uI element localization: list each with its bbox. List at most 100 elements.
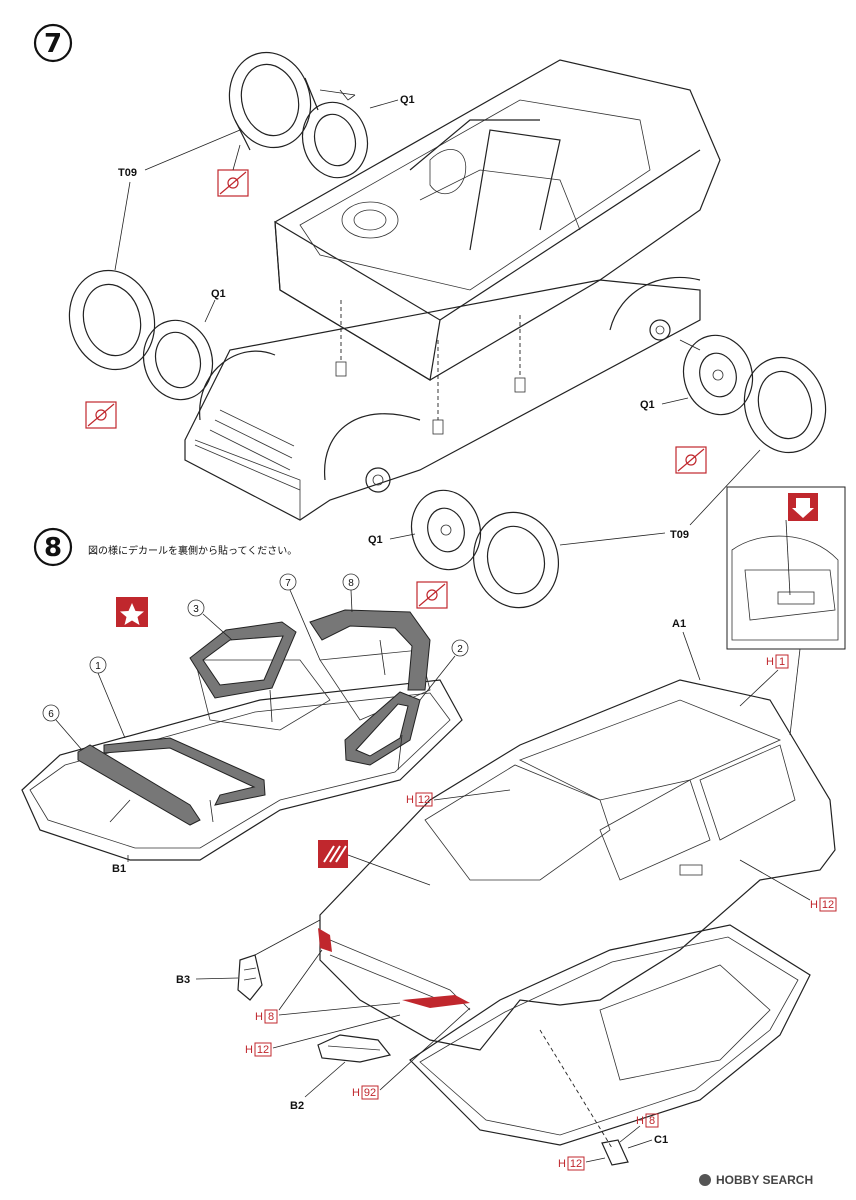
headlight-lens-left	[318, 928, 332, 952]
svg-text:H: H	[810, 899, 818, 911]
color-ref-h12-rear: H 12	[558, 1156, 606, 1171]
chassis-floor	[184, 276, 701, 521]
decal-number-6: 6	[42, 704, 83, 751]
star-decal-icon	[116, 597, 148, 627]
label-t09-right: T09	[670, 529, 689, 541]
tire-front-left	[68, 269, 156, 371]
color-ref-h8-rear: H 8	[619, 1113, 659, 1143]
decal-number-3: 3	[187, 599, 233, 641]
leader-q1-front-right	[389, 533, 416, 540]
label-t09-left: T09	[118, 167, 137, 179]
label-q1-front-right: Q1	[368, 534, 383, 546]
color-ref-h12-top: H 12	[406, 789, 511, 807]
step-7: 7	[33, 23, 827, 609]
no-glue-icon	[85, 401, 117, 429]
hobbysearch-watermark: HOBBY SEARCH	[699, 1173, 813, 1187]
color-ref-h8-front: H 8	[255, 949, 401, 1024]
label-q1-rear-right: Q1	[640, 399, 655, 411]
hatch-window-part	[409, 924, 811, 1146]
svg-text:12: 12	[570, 1158, 582, 1170]
color-ref-h92: H 92	[352, 1007, 471, 1100]
part-b2	[317, 1034, 392, 1063]
decal-number-7: 7	[279, 573, 321, 661]
hatch-guide-line	[539, 1029, 613, 1149]
step-8-number: 8	[44, 533, 62, 563]
leader-a1	[682, 631, 701, 681]
leader-t09-left	[114, 129, 241, 271]
leader-b2	[304, 1061, 346, 1098]
leader-q1-front-left	[204, 299, 216, 323]
svg-text:92: 92	[364, 1087, 376, 1099]
label-q1-rear-left: Q1	[400, 94, 415, 106]
decal-6	[77, 744, 201, 826]
decal-3	[189, 621, 297, 699]
svg-text:6: 6	[48, 709, 54, 720]
svg-text:H: H	[406, 794, 414, 806]
label-b2: B2	[290, 1100, 304, 1112]
wheel-rear-left	[301, 89, 369, 179]
arrow-q1-rear-right	[679, 339, 701, 351]
label-b3: B3	[176, 974, 190, 986]
decal-7-8	[309, 609, 431, 691]
svg-text:12: 12	[418, 794, 430, 806]
svg-text:H: H	[245, 1044, 253, 1056]
svg-text:12: 12	[257, 1044, 269, 1056]
leader-q1-rear-right	[661, 397, 689, 405]
placement-arrows	[109, 639, 403, 823]
decal-2	[344, 691, 421, 766]
label-q1-front-left: Q1	[211, 288, 226, 300]
part-c1	[601, 1139, 629, 1166]
car-body-a1	[319, 679, 836, 1051]
wheel-front-right	[410, 489, 482, 571]
step-7-badge	[33, 23, 73, 63]
svg-text:12: 12	[822, 899, 834, 911]
label-c1: C1	[654, 1134, 668, 1146]
leader-no-glue-1	[232, 144, 241, 171]
leader-c1	[627, 1139, 653, 1149]
svg-text:8: 8	[348, 578, 354, 589]
rear-detail-inset	[726, 486, 846, 650]
svg-text:7: 7	[285, 578, 291, 589]
svg-text:H: H	[636, 1115, 644, 1127]
color-ref-h12-front: H 12	[245, 1014, 401, 1057]
decal-sheet-icon	[318, 840, 431, 886]
color-ref-h12-side: H 12	[739, 859, 837, 912]
tire-front-right	[472, 511, 560, 609]
svg-text:3: 3	[193, 604, 199, 615]
svg-text:H: H	[255, 1011, 263, 1023]
decal-number-1: 1	[89, 656, 126, 739]
svg-text:8: 8	[649, 1115, 655, 1127]
step-8-instruction: 図の様にデカールを裏側から貼ってください。	[88, 544, 297, 557]
step-8: 8 図の様にデカールを裏側から貼ってください。 1	[21, 486, 846, 1171]
svg-text:8: 8	[268, 1011, 274, 1023]
svg-text:1: 1	[779, 656, 785, 668]
svg-text:H: H	[558, 1158, 566, 1170]
svg-text:H: H	[766, 656, 774, 668]
inset-leader	[789, 648, 801, 736]
tire-rear-right	[743, 356, 827, 454]
svg-text:2: 2	[457, 644, 463, 655]
wheel-front-left	[142, 319, 214, 401]
leader-b3-target	[254, 919, 321, 956]
no-glue-icon	[217, 169, 249, 197]
decal-1	[103, 737, 266, 806]
part-b3	[237, 954, 263, 1001]
no-glue-icon	[416, 581, 448, 609]
tire-rear-left	[228, 51, 319, 151]
svg-text:H: H	[352, 1087, 360, 1099]
chassis-tub	[274, 59, 721, 381]
step-8-badge	[33, 527, 73, 567]
leader-b3	[195, 977, 239, 980]
color-ref-h1: H 1	[739, 654, 789, 707]
label-b1: B1	[112, 863, 126, 875]
wheel-rear-right	[682, 334, 754, 416]
decal-number-8: 8	[342, 573, 360, 613]
headlight-lens-right	[402, 995, 470, 1008]
label-a1: A1	[672, 618, 686, 630]
watermark-text: HOBBY SEARCH	[716, 1173, 813, 1187]
step-7-number: 7	[44, 29, 62, 59]
no-glue-icon	[675, 446, 707, 474]
svg-text:1: 1	[95, 661, 101, 672]
decal-number-2: 2	[419, 639, 469, 701]
